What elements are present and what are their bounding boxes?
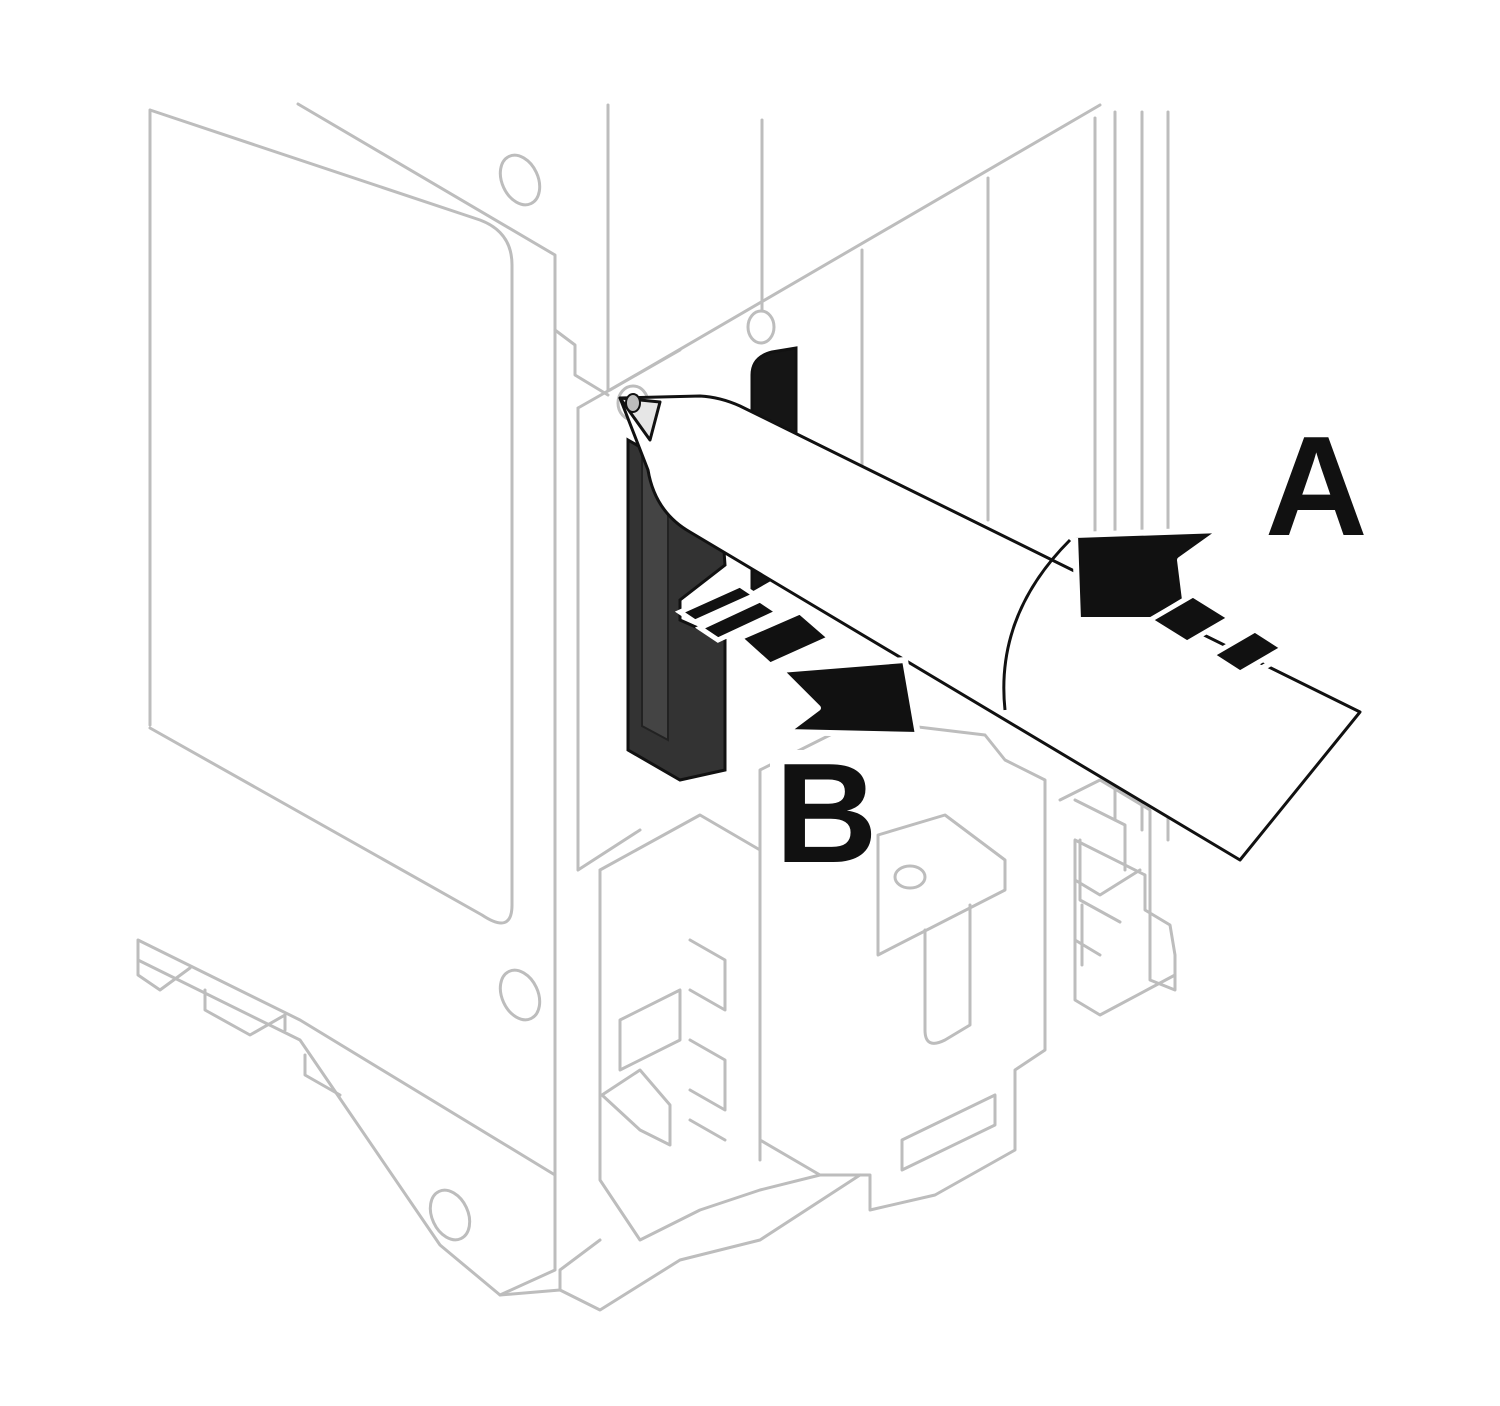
stylus-body[interactable] [618, 394, 1362, 862]
status-led-hole [746, 309, 776, 345]
bracket-handle [876, 813, 1007, 1045]
arrow-b-shaft [735, 609, 835, 668]
screw-hole-top [498, 153, 542, 207]
chassis-front-edge [553, 328, 610, 397]
arrow-a-stripe-2 [1207, 627, 1288, 676]
arrow-b-head [777, 657, 921, 738]
bracket-slot [900, 1093, 997, 1172]
top-rail-lines [606, 103, 1170, 842]
stylus-tool [618, 393, 1362, 862]
callout-label-a: A [1265, 407, 1368, 566]
front-panel-frame [576, 348, 682, 872]
bracket-right-block [1058, 778, 1177, 1017]
arrow-left-push-icon [1072, 527, 1320, 680]
arrow-right-pull-icon [674, 582, 921, 738]
arrow-b-stripe-2 [674, 582, 761, 625]
stylus-barrel-seam [1002, 538, 1072, 711]
arrow-a-stripe-1 [1145, 592, 1235, 646]
arrow-b-stripe-1 [694, 597, 784, 643]
arrow-a-stripe-3 [1244, 633, 1320, 680]
chassis-feet [136, 958, 342, 1097]
reset-pinhole [625, 393, 641, 413]
lower-module-latches [600, 938, 727, 1147]
screw-hole-bottom [428, 1188, 472, 1242]
callout-label-b: B [775, 734, 878, 893]
bracket-right-steps [1073, 798, 1127, 967]
callout-b-backing [770, 750, 870, 870]
bracket-screw-hole [893, 864, 927, 890]
screw-hole-middle [498, 968, 542, 1022]
bracket-assembly [758, 718, 1047, 1212]
chassis-bottom-edge [498, 1173, 862, 1312]
chassis-left-panel [296, 102, 557, 1177]
chassis-left-window [148, 108, 514, 925]
chassis-outline [136, 102, 1177, 1312]
chassis-base [136, 938, 557, 1297]
